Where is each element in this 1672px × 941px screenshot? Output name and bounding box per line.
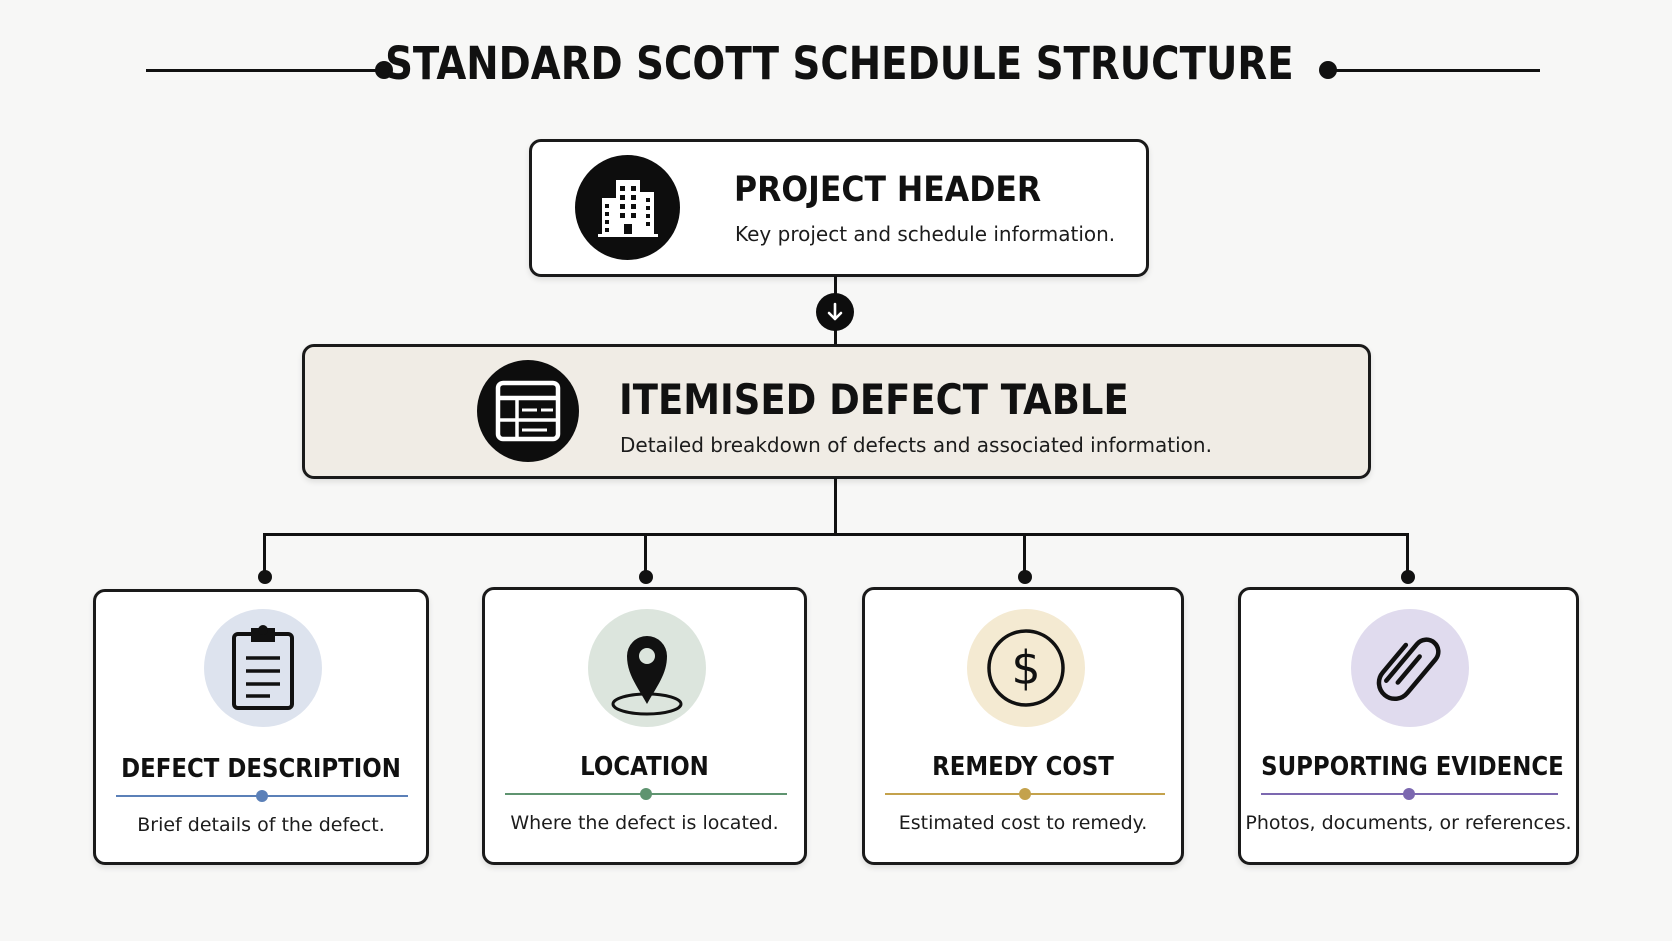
remedy-cost-title: REMEDY COST (932, 752, 1114, 782)
title-rule-left (146, 69, 382, 72)
connector-branch-4 (1406, 533, 1409, 576)
location-text: Where the defect is located. (510, 812, 779, 834)
remedy-cost-text: Estimated cost to remedy. (898, 812, 1148, 834)
paperclip-icon (1351, 609, 1469, 727)
title-rule-left-dot (375, 61, 393, 79)
supporting-evidence-rule-dot (1403, 788, 1415, 800)
title-rule-right (1330, 69, 1540, 72)
diagram-title: STANDARD SCOTT SCHEDULE STRUCTURE (385, 37, 1294, 90)
supporting-evidence-card: SUPPORTING EVIDENCE Photos, documents, o… (1238, 587, 1579, 865)
building-icon (575, 155, 680, 260)
table-icon (477, 360, 579, 462)
title-rule-right-dot (1319, 61, 1337, 79)
connector-branch-2 (644, 533, 647, 576)
defect-table-heading: ITEMISED DEFECT TABLE (619, 375, 1129, 424)
connector-branch-1 (263, 533, 266, 576)
connector-dot-1 (258, 570, 272, 584)
project-header-description: Key project and schedule information. (735, 222, 1116, 246)
remedy-cost-rule-dot (1019, 788, 1031, 800)
dollar-icon: $ (967, 609, 1085, 727)
project-header-box: PROJECT HEADER Key project and schedule … (529, 139, 1149, 277)
defect-description-card: DEFECT DESCRIPTION Brief details of the … (93, 589, 429, 865)
defect-description-text: Brief details of the defect. (137, 814, 385, 836)
clipboard-icon (204, 609, 322, 727)
supporting-evidence-title: SUPPORTING EVIDENCE (1261, 752, 1564, 782)
connector-dot-3 (1018, 570, 1032, 584)
defect-description-title: DEFECT DESCRIPTION (121, 754, 401, 784)
defect-description-rule-dot (256, 790, 268, 802)
connector-branch-horizontal (263, 533, 1409, 536)
svg-text:$: $ (1011, 641, 1040, 695)
defect-table-box: ITEMISED DEFECT TABLE Detailed breakdown… (302, 344, 1371, 479)
location-pin-icon (588, 609, 706, 727)
location-title: LOCATION (580, 752, 709, 782)
defect-table-description: Detailed breakdown of defects and associ… (620, 433, 1212, 457)
supporting-evidence-text: Photos, documents, or references. (1245, 812, 1572, 834)
location-rule-dot (640, 788, 652, 800)
connector-table-trunk (834, 478, 837, 535)
arrow-down-icon (816, 293, 854, 331)
connector-dot-4 (1401, 570, 1415, 584)
remedy-cost-card: $ REMEDY COST Estimated cost to remedy. (862, 587, 1184, 865)
connector-branch-3 (1023, 533, 1026, 576)
connector-dot-2 (639, 570, 653, 584)
location-card: LOCATION Where the defect is located. (482, 587, 807, 865)
project-header-heading: PROJECT HEADER (734, 170, 1042, 210)
